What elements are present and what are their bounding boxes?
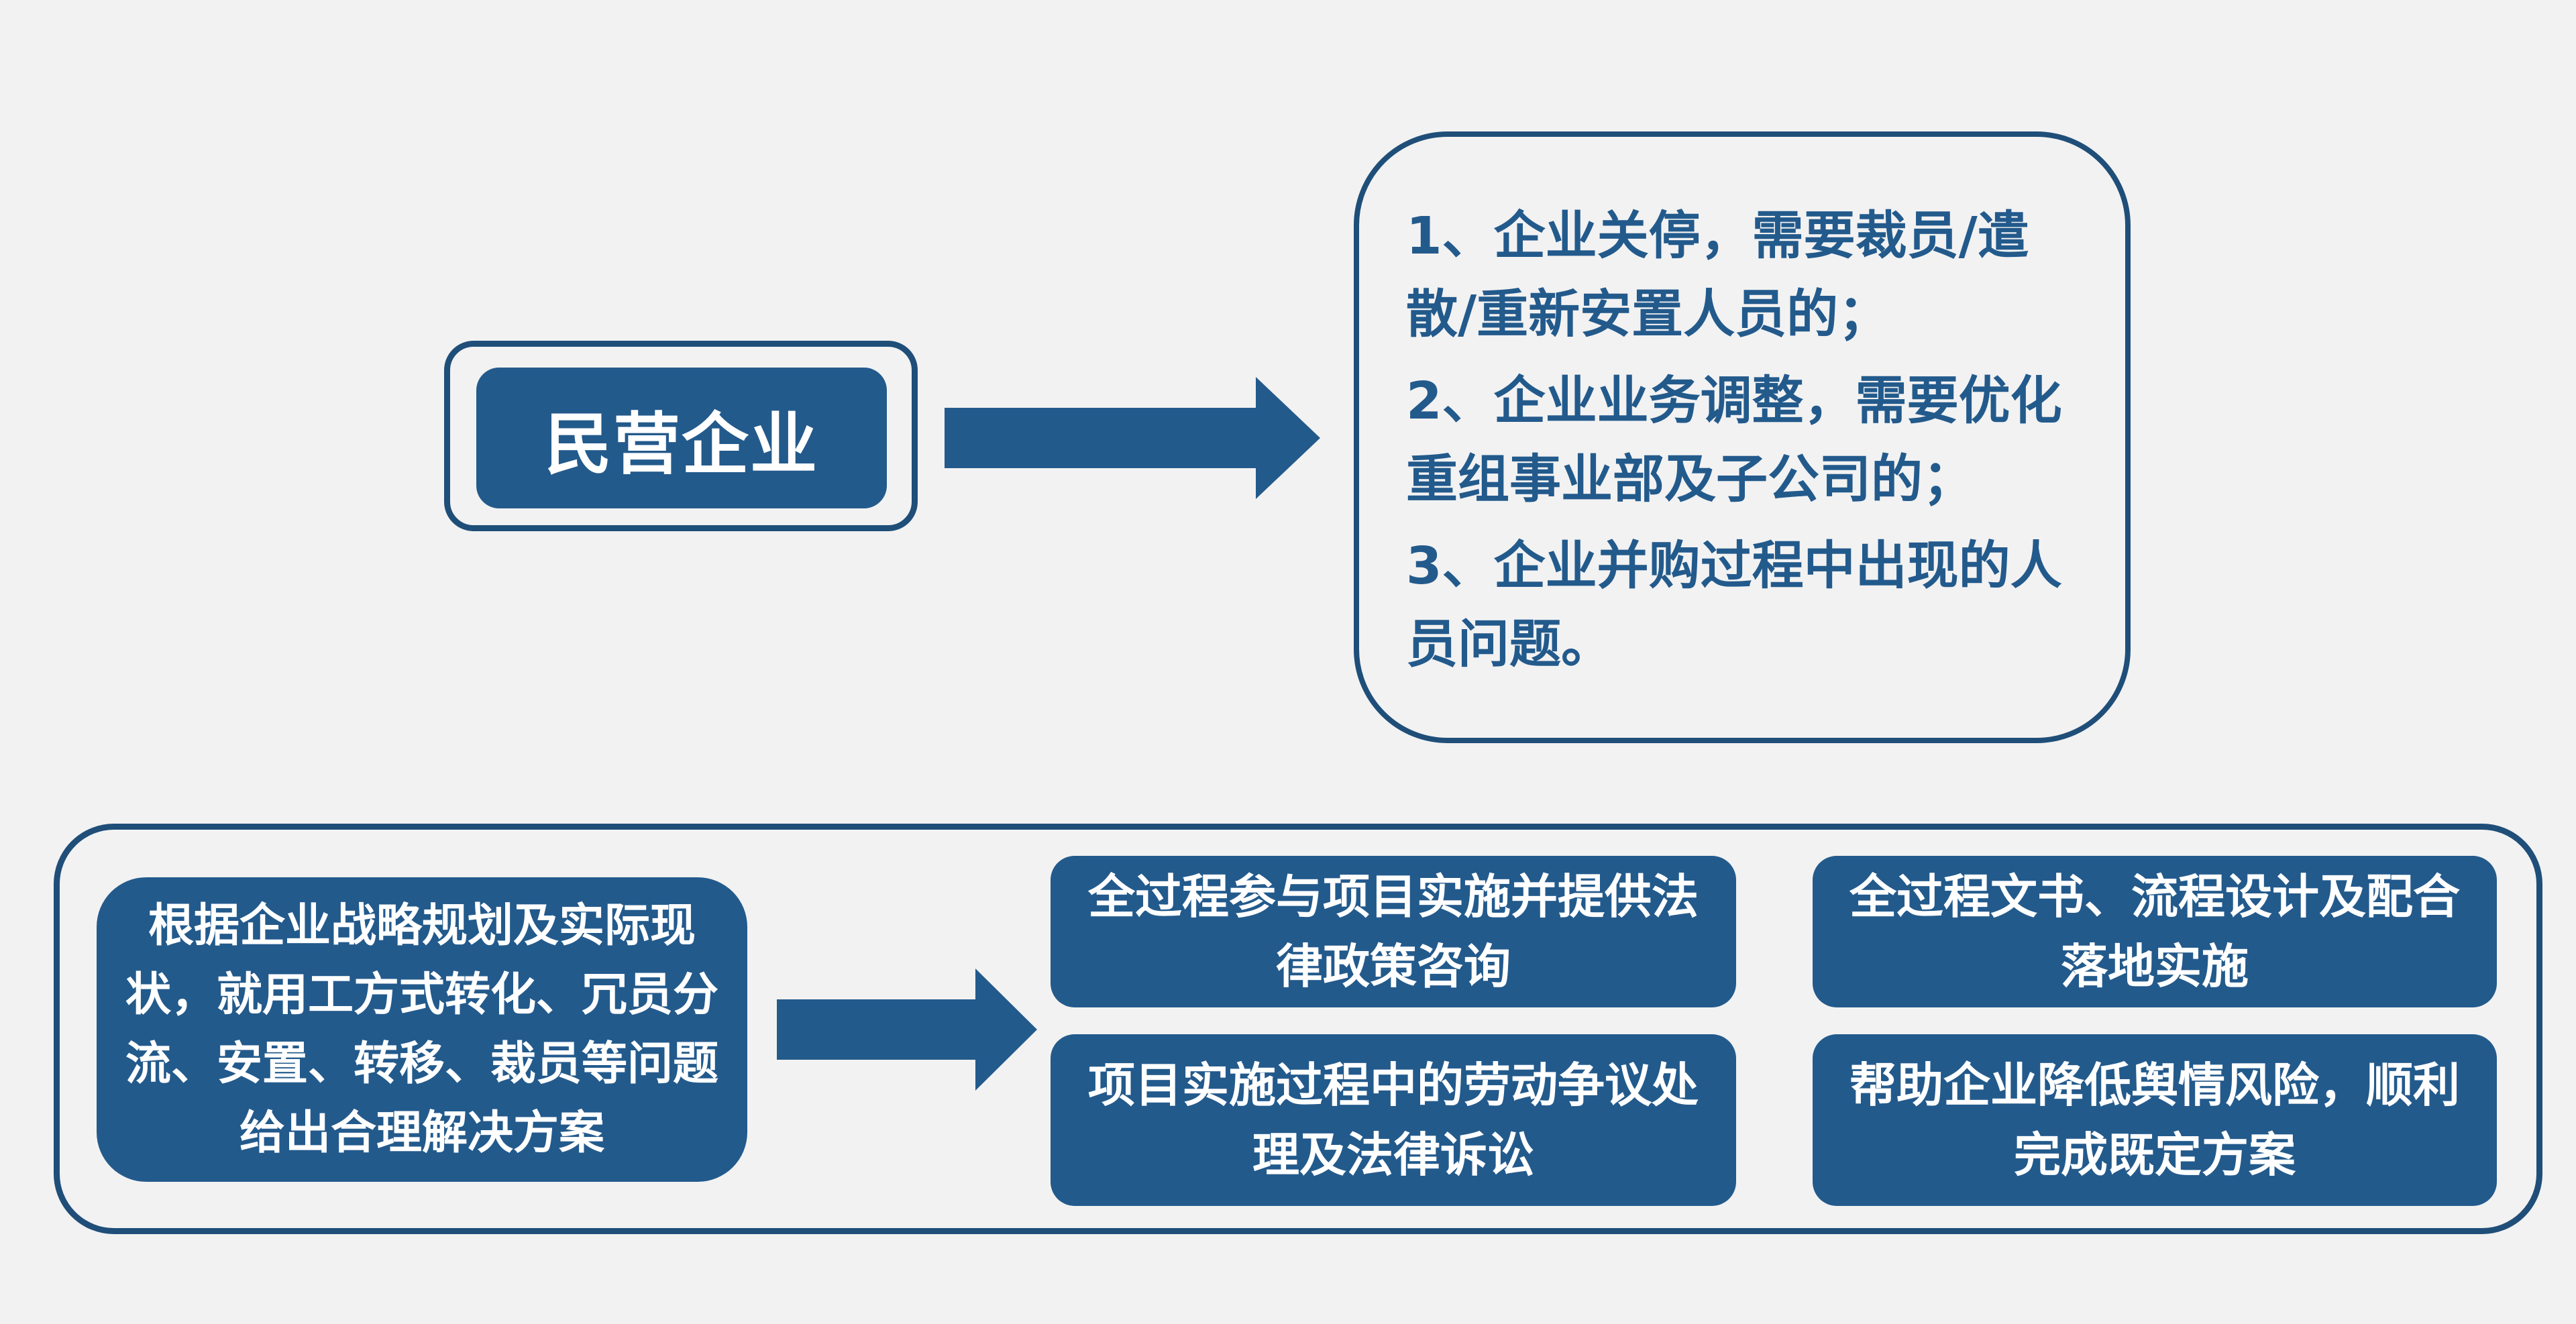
service-box-documents: 全过程文书、流程设计及配合落地实施 [1813, 856, 2497, 1007]
service-box-consulting: 全过程参与项目实施并提供法律政策咨询 [1051, 856, 1736, 1007]
solution-box: 根据企业战略规划及实际现状，就用工方式转化、冗员分流、安置、转移、裁员等问题给出… [97, 877, 747, 1182]
situations-box: 1、企业关停，需要裁员/遣散/重新安置人员的； 2、企业业务调整，需要优化重组事… [1354, 131, 2131, 743]
arrow-right-icon [945, 377, 1320, 499]
company-label: 民营企业 [476, 368, 887, 508]
service-text: 全过程文书、流程设计及配合落地实施 [1849, 869, 2460, 994]
situation-item-1: 1、企业关停，需要裁员/遣散/重新安置人员的； [1406, 207, 2029, 345]
situation-item-2: 2、企业业务调整，需要优化重组事业部及子公司的； [1406, 372, 2062, 510]
arrow-right-icon [777, 969, 1037, 1091]
service-text: 全过程参与项目实施并提供法律政策咨询 [1088, 869, 1699, 994]
service-box-risk: 帮助企业降低舆情风险，顺利完成既定方案 [1813, 1034, 2497, 1206]
service-text: 帮助企业降低舆情风险，顺利完成既定方案 [1849, 1058, 2460, 1182]
situation-item-3: 3、企业并购过程中出现的人员问题。 [1406, 537, 2062, 675]
solution-text: 根据企业战略规划及实际现状，就用工方式转化、冗员分流、安置、转移、裁员等问题给出… [125, 899, 718, 1160]
service-text: 项目实施过程中的劳动争议处理及法律诉讼 [1088, 1058, 1699, 1182]
service-box-disputes: 项目实施过程中的劳动争议处理及法律诉讼 [1051, 1034, 1736, 1206]
